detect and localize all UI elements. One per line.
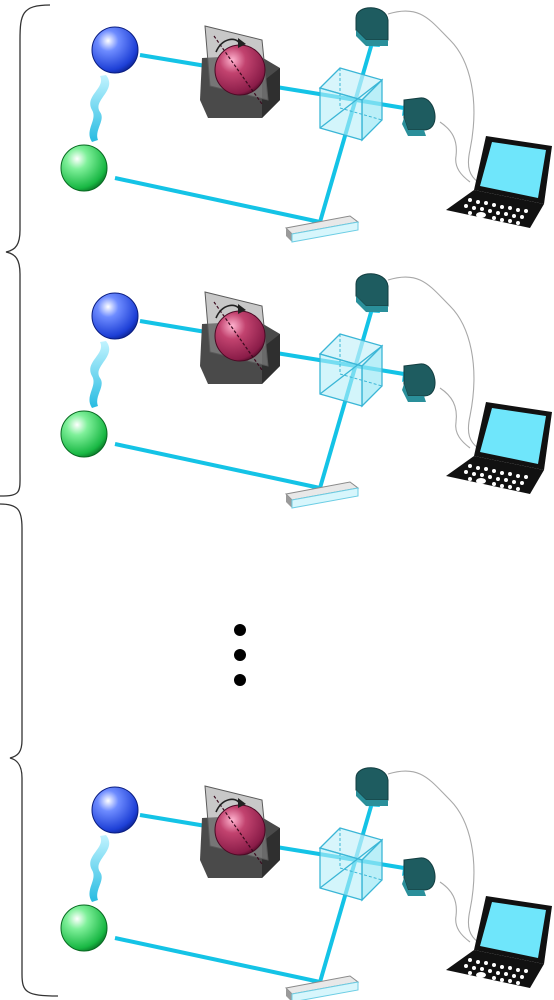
brace-lower	[0, 503, 59, 997]
optical-setup-1	[59, 5, 554, 245]
optical-setup-2	[59, 271, 554, 510]
ellipsis-dots	[234, 624, 246, 686]
brace-upper	[0, 4, 51, 497]
optical-setup-3	[59, 765, 554, 1000]
